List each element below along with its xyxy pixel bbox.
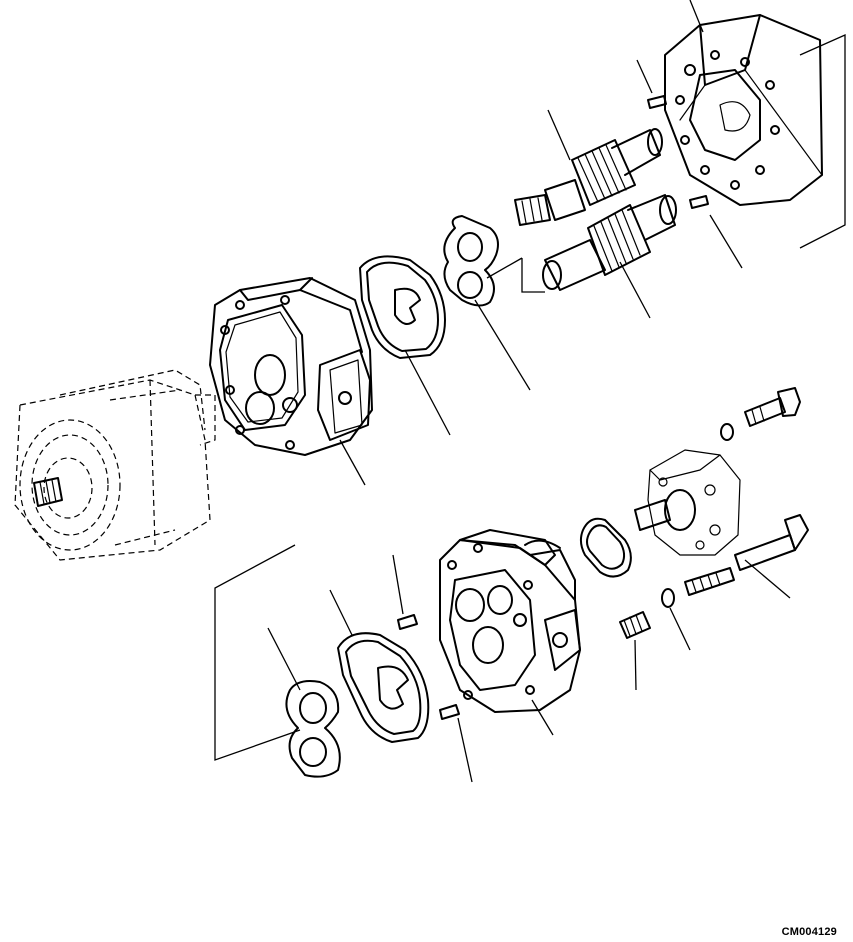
washer bbox=[661, 588, 675, 608]
dowel-pin bbox=[647, 95, 667, 109]
washer bbox=[720, 423, 734, 441]
through-bolt bbox=[734, 514, 809, 571]
driven-gear-shaft bbox=[542, 194, 677, 291]
cap-bolt bbox=[744, 387, 801, 427]
leader-lines bbox=[214, 0, 846, 783]
gasket bbox=[359, 255, 446, 359]
valve-plug bbox=[619, 611, 651, 639]
o-ring bbox=[579, 517, 632, 578]
pump-assembly-ghost bbox=[14, 369, 216, 561]
rear-cover bbox=[439, 529, 581, 713]
dowel-pin bbox=[439, 704, 460, 720]
gasket bbox=[337, 632, 430, 743]
relief-spool bbox=[684, 567, 735, 596]
dowel-pin bbox=[397, 614, 418, 630]
side-plate bbox=[285, 680, 341, 778]
drawing-code: CM004129 bbox=[781, 926, 837, 938]
front-cover bbox=[209, 277, 373, 456]
input-shaft bbox=[33, 477, 63, 507]
gear-housing bbox=[664, 14, 823, 206]
drive-gear-shaft bbox=[514, 128, 663, 226]
valve-housing bbox=[634, 449, 741, 556]
side-plate bbox=[443, 215, 499, 307]
dowel-pin bbox=[689, 195, 709, 209]
